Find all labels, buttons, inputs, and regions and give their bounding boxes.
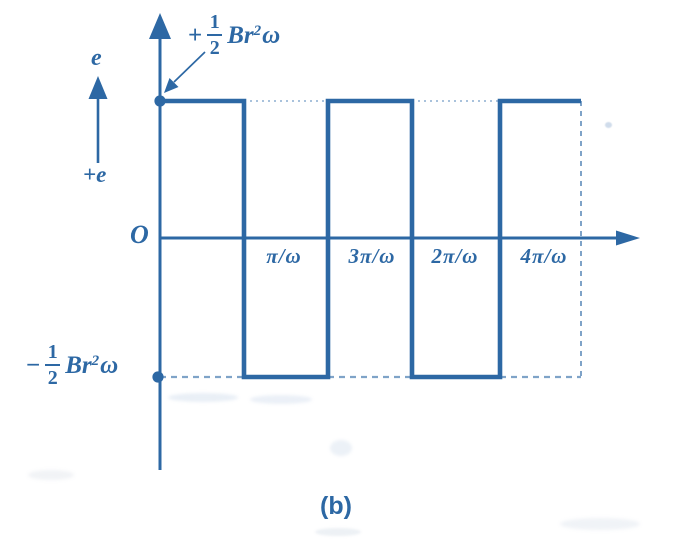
positive-emf-label: +e <box>83 162 107 187</box>
br2w-expression: Br2ω <box>227 23 280 48</box>
emf-direction-arrowhead-icon <box>88 76 108 99</box>
positive-amplitude-label: + 1 2 Br2ω <box>188 12 280 58</box>
x-axis-tick-label: 4π/ω <box>520 244 568 268</box>
fraction-numerator: 1 <box>209 11 220 33</box>
fraction-one-half: 1 2 <box>45 341 61 390</box>
annotation-arrow-line <box>173 51 206 83</box>
expression-base: Br <box>65 351 92 379</box>
fraction-bar <box>45 364 61 367</box>
negative-amplitude-label: − 1 2 Br2ω <box>26 342 118 388</box>
origin-label: O <box>130 220 149 249</box>
fraction-denominator: 2 <box>47 367 58 390</box>
fraction-numerator: 1 <box>47 341 58 363</box>
expression-base: Br <box>227 21 254 49</box>
x-axis-tick-label: 2π/ω <box>431 244 479 268</box>
expression-omega: ω <box>100 351 119 379</box>
expression-omega: ω <box>262 21 281 49</box>
x-axis-arrowhead-icon <box>616 230 640 246</box>
figure-caption: (b) <box>320 492 352 520</box>
fraction-one-half: 1 2 <box>207 11 223 60</box>
expression-exponent: 2 <box>253 22 262 39</box>
plus-sign: + <box>188 21 203 49</box>
minus-sign: − <box>26 351 41 379</box>
fraction-bar <box>207 34 223 37</box>
y-axis-symbol: e <box>91 45 102 71</box>
br2w-expression: Br2ω <box>65 353 118 378</box>
expression-exponent: 2 <box>91 352 100 369</box>
annotation-arrowhead-icon <box>164 78 179 93</box>
square-wave-path <box>160 98 581 380</box>
positive-peak-dot <box>154 95 166 107</box>
fraction-denominator: 2 <box>209 37 220 60</box>
x-axis-tick-label: π/ω <box>266 244 302 268</box>
y-axis-arrowhead-icon <box>149 13 171 39</box>
wave-layer <box>160 98 582 380</box>
x-axis-tick-label: 3π/ω <box>348 244 396 268</box>
negative-peak-dot <box>152 371 164 383</box>
